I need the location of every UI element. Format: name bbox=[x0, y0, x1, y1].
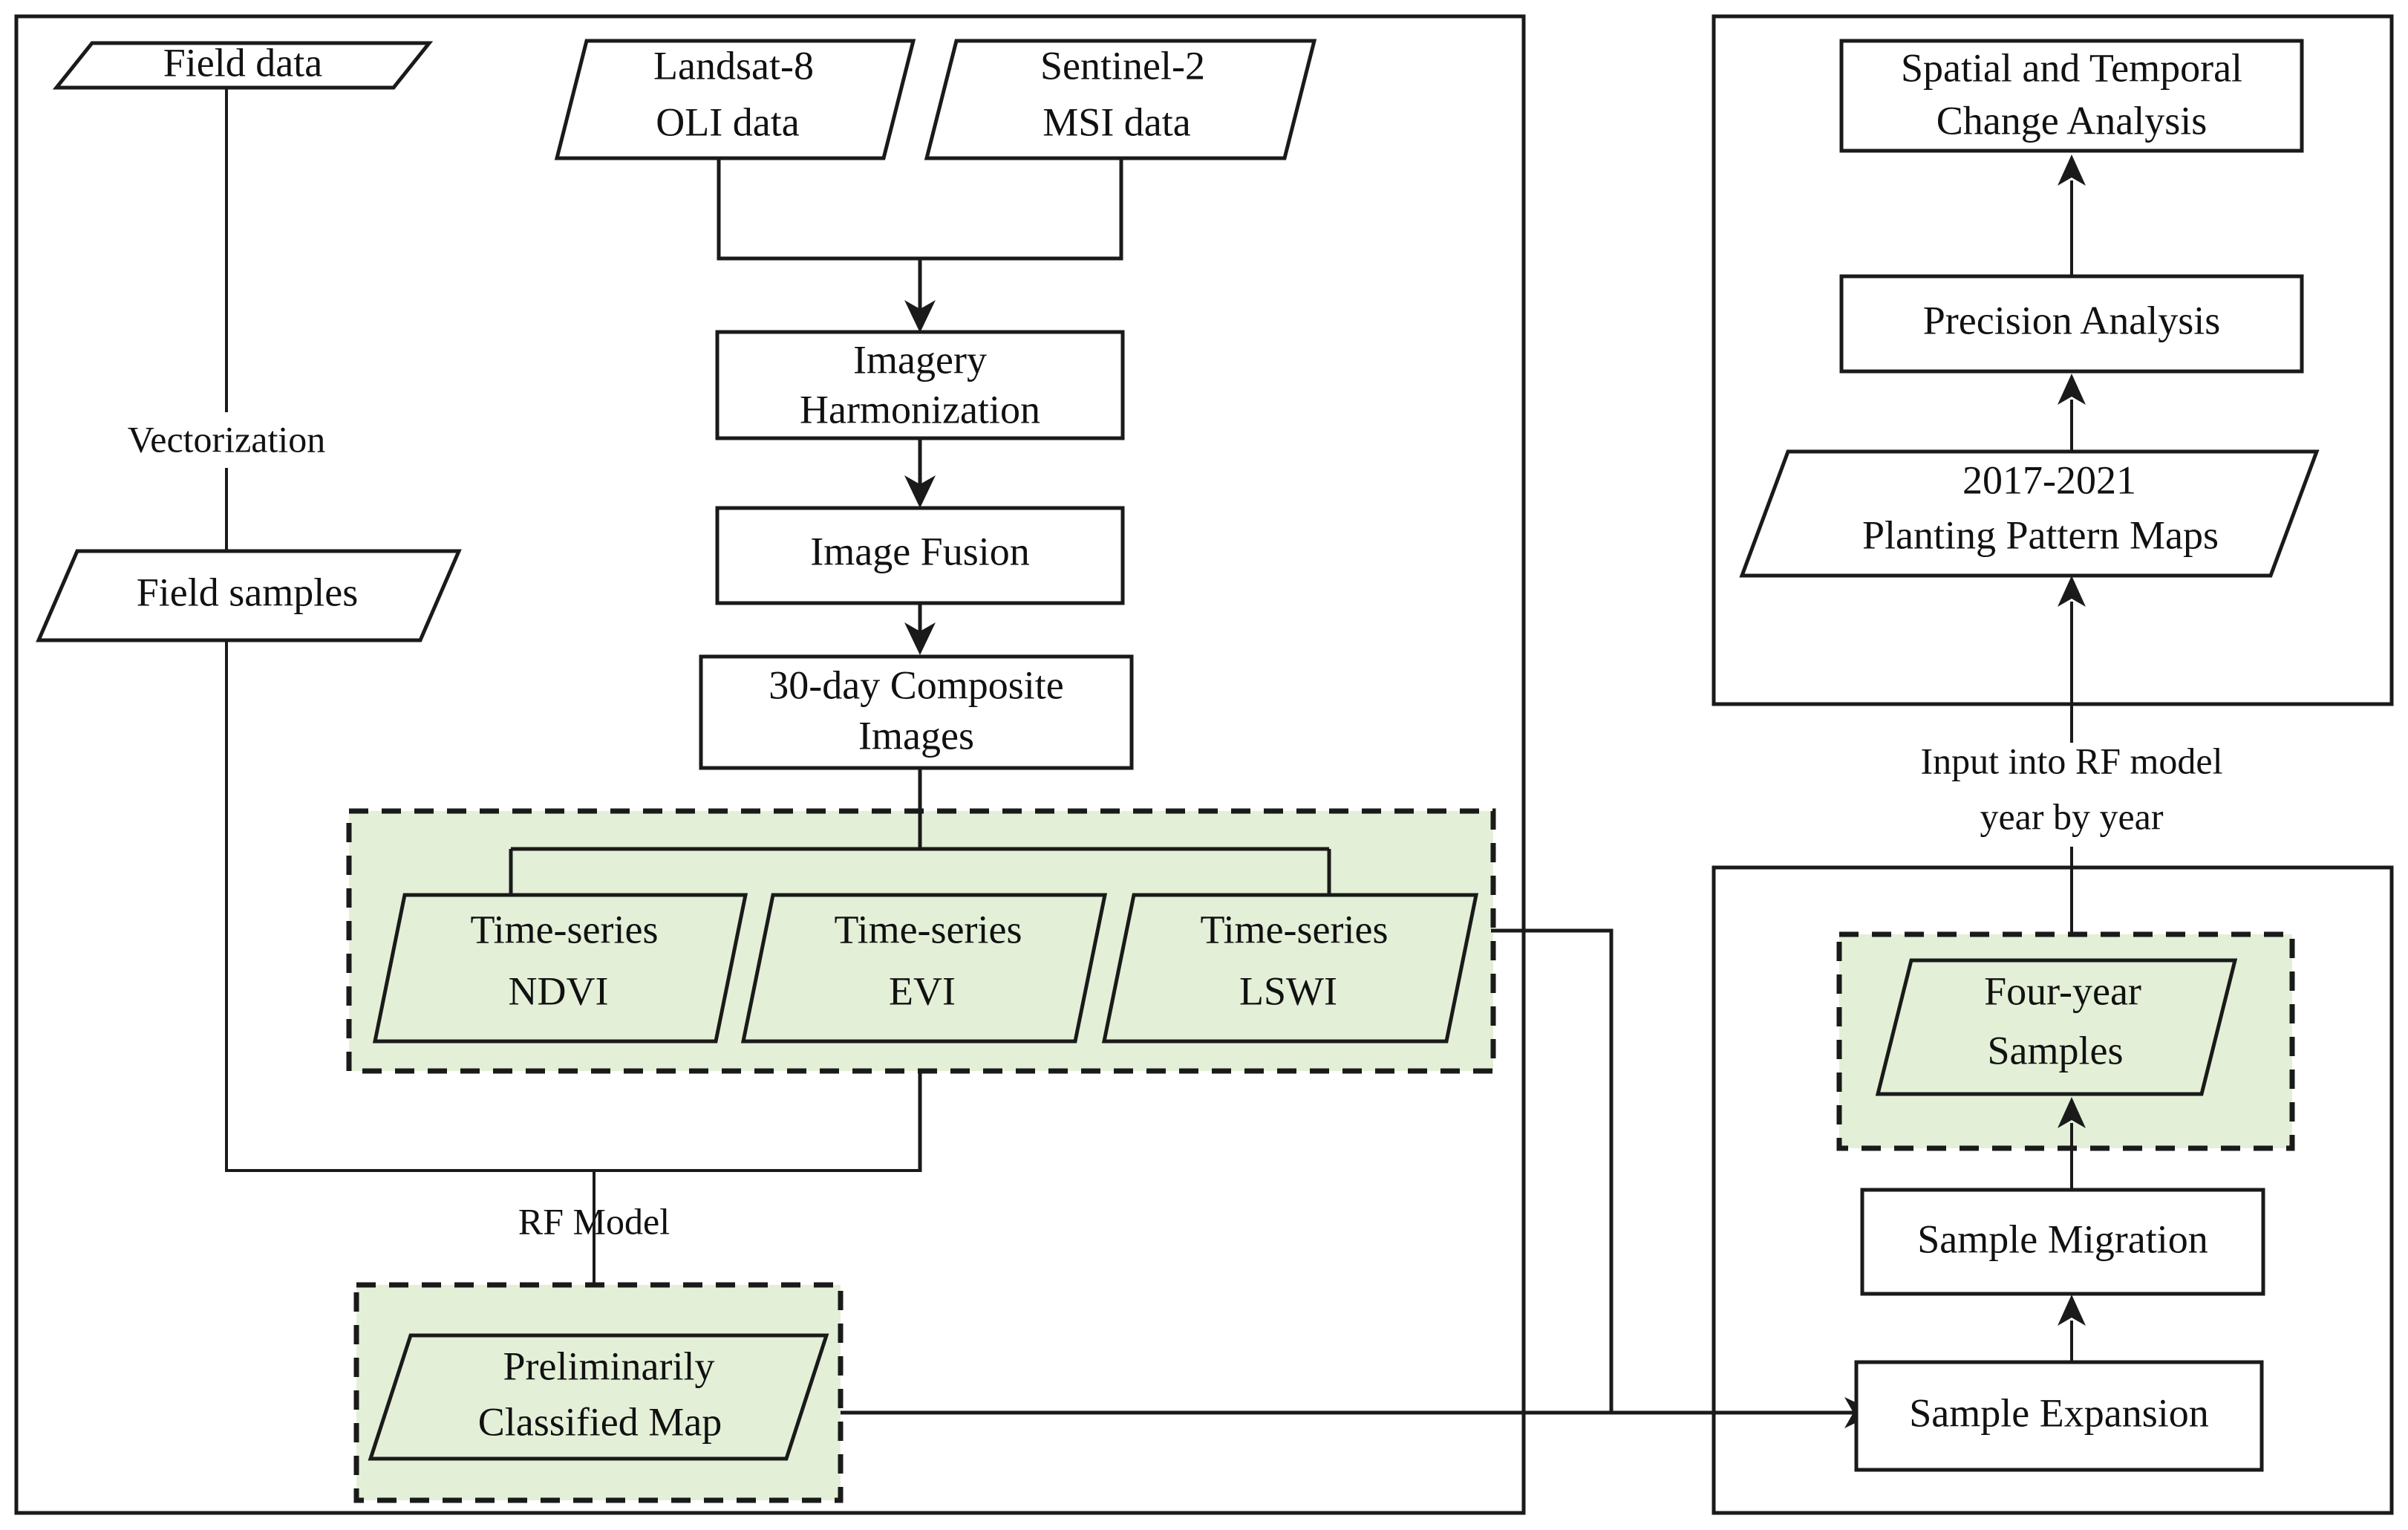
node-image-fusion-label: Image Fusion bbox=[810, 529, 1029, 573]
arrowhead-to-pattern-maps bbox=[2058, 576, 2086, 607]
node-change-analysis bbox=[1839, 39, 2304, 153]
node-four-year-samples-label-line1: Four-year bbox=[1984, 969, 2141, 1013]
left-panel bbox=[14, 14, 1526, 1515]
edge-label-backdrop bbox=[1919, 743, 2224, 847]
node-precision-analysis bbox=[1839, 274, 2304, 374]
edge-lswi-to-expansion bbox=[1491, 928, 1614, 1413]
node-imagery-harmonization bbox=[715, 330, 1125, 440]
node-ts-ndvi-label-line1: Time-series bbox=[471, 907, 659, 951]
arrowhead-to-harmonization bbox=[904, 300, 936, 333]
node-sample-expansion bbox=[1854, 1360, 2264, 1472]
node-change-analysis-label-line2: Change Analysis bbox=[1936, 98, 2207, 143]
arrowhead-to-change-analysis bbox=[2058, 154, 2086, 186]
node-ts-lswi-label-line1: Time-series bbox=[1201, 907, 1389, 951]
node-pattern-maps-label-line2: Planting Pattern Maps bbox=[1862, 512, 2219, 557]
node-sample-expansion-label: Sample Expansion bbox=[1909, 1390, 2208, 1435]
node-composite-images-label-line2: Images bbox=[858, 713, 974, 758]
node-sample-migration bbox=[1860, 1188, 2265, 1296]
edge-label-input-rf-line2: year by year bbox=[1980, 795, 2163, 837]
node-ts-evi-label-line1: Time-series bbox=[835, 907, 1022, 951]
arrowhead-to-four-year-samples bbox=[2058, 1097, 2086, 1128]
node-landsat-label-line2: OLI data bbox=[656, 100, 799, 144]
node-sample-migration-label: Sample Migration bbox=[1917, 1217, 2208, 1261]
edge-fieldsamples-to-rf bbox=[225, 640, 920, 1172]
edge-label-vectorization: Vectorization bbox=[128, 418, 326, 460]
node-field-data-label: Field data bbox=[163, 40, 322, 85]
node-field-samples-label: Field samples bbox=[137, 570, 358, 614]
node-field-samples bbox=[36, 549, 462, 642]
node-ts-lswi bbox=[1101, 893, 1479, 1044]
node-ts-evi-label-line2: EVI bbox=[889, 969, 956, 1013]
arrowhead-to-sample-migration bbox=[2058, 1295, 2086, 1326]
arrowhead-to-precision-analysis bbox=[2058, 374, 2086, 405]
node-sentinel-label-line1: Sentinel-2 bbox=[1040, 43, 1205, 88]
node-ts-ndvi-label-line2: NDVI bbox=[509, 969, 609, 1013]
node-landsat-label-line1: Landsat-8 bbox=[653, 43, 814, 88]
node-ts-lswi-label-line2: LSWI bbox=[1239, 969, 1337, 1013]
right-bottom-panel bbox=[1712, 865, 2394, 1515]
node-prelim-map-label-line2: Classified Map bbox=[478, 1399, 722, 1444]
right-top-panel bbox=[1712, 14, 2394, 706]
node-change-analysis-label-line1: Spatial and Temporal bbox=[1901, 45, 2242, 90]
node-sentinel-label-line2: MSI data bbox=[1043, 100, 1191, 144]
arrowhead-to-composite bbox=[904, 622, 936, 655]
node-four-year-samples bbox=[1875, 958, 2238, 1096]
node-imagery-harmonization-label-line1: Imagery bbox=[853, 337, 987, 382]
node-four-year-samples-label-line2: Samples bbox=[1988, 1028, 2124, 1072]
node-prelim-map-label-line1: Preliminarily bbox=[503, 1344, 715, 1388]
edge-satellites-merge bbox=[717, 158, 1123, 261]
node-composite-images bbox=[699, 654, 1134, 770]
node-field-data bbox=[52, 41, 434, 90]
node-preliminarily-classified-map bbox=[368, 1333, 829, 1461]
node-precision-analysis-label: Precision Analysis bbox=[1923, 298, 2221, 342]
edge-label-input-rf-line1: Input into RF model bbox=[1921, 740, 2223, 781]
node-pattern-maps bbox=[1739, 449, 2320, 578]
node-ts-evi bbox=[740, 893, 1108, 1044]
node-imagery-harmonization-label-line2: Harmonization bbox=[800, 387, 1040, 432]
arrowhead-to-fusion bbox=[904, 475, 936, 508]
node-ts-ndvi bbox=[372, 893, 748, 1044]
node-pattern-maps-label-line1: 2017-2021 bbox=[1962, 458, 2136, 502]
node-landsat bbox=[554, 39, 916, 160]
node-sentinel bbox=[924, 39, 1317, 160]
node-composite-images-label-line1: 30-day Composite bbox=[769, 663, 1063, 707]
